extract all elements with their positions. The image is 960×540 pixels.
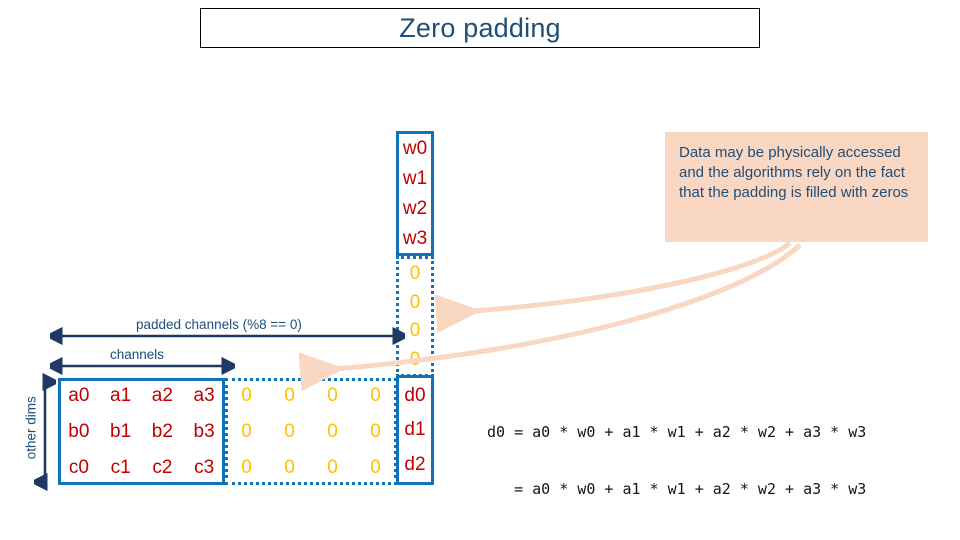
matrix-cell: b2 — [151, 420, 173, 442]
callout-arrow-to-weight-padding — [434, 241, 792, 334]
matrix-padding-cell: 0 — [370, 385, 381, 407]
equation-line: + 0 * 0 + 0 * 0 + 0 * 0 + 0 * 0 — [487, 537, 866, 540]
matrix-padding-cell: 0 — [241, 420, 252, 442]
channels-arrow — [50, 356, 235, 376]
matrix-cell: b3 — [193, 420, 215, 442]
matrix-padding-cell: 0 — [370, 456, 381, 478]
title-box: Zero padding — [200, 8, 760, 48]
output-cell: d1 — [404, 419, 426, 441]
padded-channels-arrow — [50, 326, 405, 346]
matrix-cell: c0 — [68, 456, 89, 478]
matrix-cell: c3 — [194, 456, 215, 478]
matrix-padding-cell: 0 — [327, 456, 338, 478]
matrix-padding-cell: 0 — [284, 385, 295, 407]
matrix-cell: c1 — [110, 456, 131, 478]
equation-line: d0 = a0 * w0 + a1 * w1 + a2 * w2 + a3 * … — [487, 423, 867, 441]
weight-cell: w3 — [402, 227, 428, 249]
matrix-cell: a3 — [193, 385, 215, 407]
weight-cell: w2 — [402, 197, 428, 219]
page-title: Zero padding — [399, 12, 561, 43]
weight-padding-cell: 0 — [409, 320, 421, 342]
matrix-cell: a0 — [68, 385, 90, 407]
output-box: d0 d1 d2 — [396, 375, 434, 485]
matrix-cell: a1 — [110, 385, 132, 407]
matrix-padding-cell: 0 — [327, 420, 338, 442]
equation-block: d0 = a0 * w0 + a1 * w1 + a2 * w2 + a3 * … — [487, 385, 866, 540]
callout-arrow-to-matrix-padding — [298, 243, 802, 392]
equation-line: = a0 * w0 + a1 * w1 + a2 * w2 + a3 * w3 — [487, 480, 867, 498]
weight-cell: w0 — [402, 138, 428, 160]
matrix-padding-cell: 0 — [241, 385, 252, 407]
callout-box: Data may be physically accessed and the … — [665, 132, 928, 242]
matrix-padding-cell: 0 — [284, 420, 295, 442]
matrix-data-box — [58, 378, 225, 485]
weight-padding-cell: 0 — [409, 349, 421, 371]
weight-padding-cell: 0 — [409, 291, 421, 313]
matrix-cell: c2 — [152, 456, 173, 478]
weight-padding-cell: 0 — [409, 262, 421, 284]
weights-box: w0 w1 w2 w3 — [396, 131, 434, 256]
weight-padding-box: 0 0 0 0 — [396, 256, 434, 377]
matrix-padding-cell: 0 — [241, 456, 252, 478]
other-dims-arrow — [34, 372, 56, 492]
matrix-padding-cell: 0 — [370, 420, 381, 442]
output-cell: d2 — [404, 454, 426, 476]
callout-text: Data may be physically accessed and the … — [679, 144, 909, 201]
matrix-cell: b1 — [110, 420, 132, 442]
output-cell: d0 — [404, 384, 426, 406]
matrix-padding-cell: 0 — [284, 456, 295, 478]
matrix-data-grid: a0 a1 a2 a3 b0 b1 b2 b3 c0 c1 c2 c3 — [58, 378, 225, 485]
matrix-padding-grid: 0 0 0 0 0 0 0 0 0 0 0 0 — [225, 378, 397, 485]
matrix-cell: a2 — [151, 385, 173, 407]
matrix-padding-cell: 0 — [327, 385, 338, 407]
matrix-cell: b0 — [68, 420, 90, 442]
weight-cell: w1 — [402, 168, 428, 190]
